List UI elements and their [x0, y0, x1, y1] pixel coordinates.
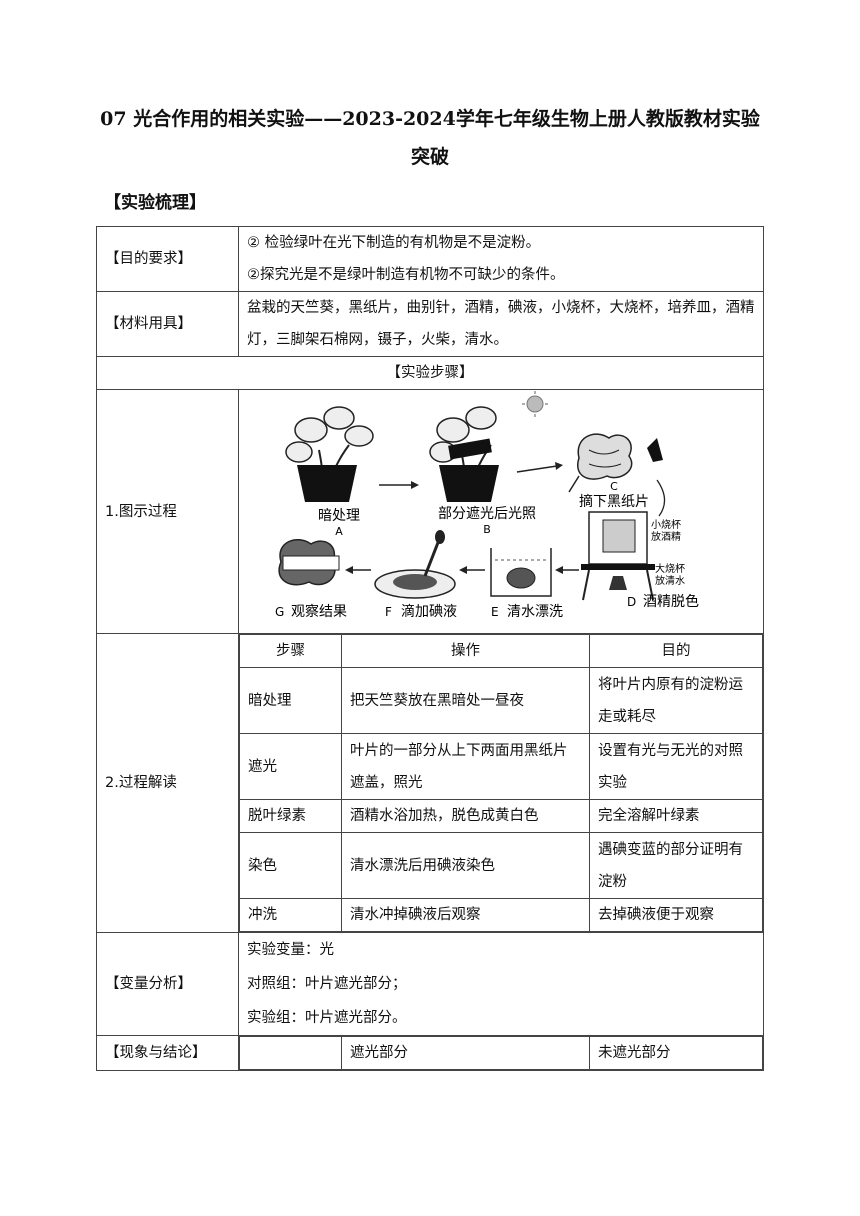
sun-icon [522, 391, 548, 417]
plant-a-illustration [285, 406, 374, 502]
op-cell: 酒精水浴加热，脱色成黄白色 [341, 799, 590, 833]
caption-b-letter: B [483, 523, 491, 536]
steps-heading-row: 【实验步骤】 [96, 356, 764, 390]
caption-a: 暗处理 [318, 508, 360, 524]
process-row-dark: 暗处理 把天竺葵放在黑暗处一昼夜 将叶片内原有的淀粉运走或耗尽 [239, 667, 763, 734]
process-table: 步骤 操作 目的 暗处理 把天竺葵放在黑暗处一昼夜 将叶片内原有的淀粉运走或耗尽… [239, 634, 763, 932]
purpose-cell: 去掉碘液便于观察 [589, 898, 763, 932]
step-cell: 冲洗 [239, 898, 342, 932]
caption-f: 滴加碘液 [401, 603, 457, 620]
variable-line: 对照组：叶片遮光部分； [247, 976, 407, 992]
diagram-cell: 暗处理 A [238, 389, 764, 634]
conclusion-label: 【现象与结论】 [96, 1035, 239, 1071]
conclusion-cell: 遮光部分 未遮光部分 [238, 1035, 764, 1071]
process-row-decolor: 脱叶绿素 酒精水浴加热，脱色成黄白色 完全溶解叶绿素 [239, 799, 763, 833]
purpose-cell: 遇碘变蓝的部分证明有淀粉 [589, 832, 763, 899]
variables-label: 【变量分析】 [96, 932, 239, 1036]
purpose-content: ② 检验绿叶在光下制造的有机物是不是淀粉。 ②探究光是不是绿叶制造有机物不可缺少… [238, 226, 764, 292]
step-cell: 暗处理 [239, 667, 342, 734]
experiment-diagram: 暗处理 A [275, 391, 699, 620]
section-heading: 【实验梳理】 [104, 193, 206, 213]
rinse-beaker-illustration [490, 548, 552, 597]
process-row-stain: 染色 清水漂洗后用碘液染色 遇碘变蓝的部分证明有淀粉 [239, 832, 763, 899]
result-leaf-illustration [278, 539, 340, 586]
big-beaker-label-1: 大烧杯 [655, 562, 685, 575]
variables-row: 【变量分析】 实验变量：光 对照组：叶片遮光部分； 实验组：叶片遮光部分。 [96, 932, 764, 1036]
materials-content: 盆栽的天竺葵，黑纸片，曲别针，酒精，碘液，小烧杯，大烧杯，培养皿，酒精灯，三脚架… [238, 291, 764, 357]
experiment-table: 【目的要求】 ② 检验绿叶在光下制造的有机物是不是淀粉。 ②探究光是不是绿叶制造… [96, 226, 764, 1071]
purpose-cell: 将叶片内原有的淀粉运走或耗尽 [589, 667, 763, 734]
caption-c: 摘下黑纸片 [579, 493, 649, 510]
leaf-c-illustration [568, 433, 663, 493]
step-cell: 染色 [239, 832, 342, 899]
iodine-dish-illustration [374, 530, 456, 599]
variable-line: 实验变量：光 [247, 942, 334, 958]
caption-g-letter: G [275, 605, 284, 619]
step-cell: 脱叶绿素 [239, 799, 342, 833]
diagram-row: 1.图示过程 暗处理 A [96, 389, 764, 634]
big-beaker-label-2: 放清水 [655, 574, 685, 587]
caption-b: 部分遮光后光照 [438, 506, 536, 522]
header-step: 步骤 [239, 634, 342, 668]
process-row: 2.过程解读 步骤 操作 目的 暗处理 把天竺葵放在黑暗处一昼夜 将叶片内原有的… [96, 633, 764, 933]
op-cell: 清水冲掉碘液后观察 [341, 898, 590, 932]
caption-e-letter: E [491, 605, 499, 619]
process-cell: 步骤 操作 目的 暗处理 把天竺葵放在黑暗处一昼夜 将叶片内原有的淀粉运走或耗尽… [238, 633, 764, 933]
op-cell: 清水漂洗后用碘液染色 [341, 832, 590, 899]
conclusion-table: 遮光部分 未遮光部分 [239, 1036, 763, 1070]
diagram-label: 1.图示过程 [96, 389, 239, 634]
small-beaker-label-1: 小烧杯 [651, 518, 681, 531]
op-cell: 叶片的一部分从上下两面用黑纸片遮盖，照光 [341, 733, 590, 800]
purpose-row: 【目的要求】 ② 检验绿叶在光下制造的有机物是不是淀粉。 ②探究光是不是绿叶制造… [96, 226, 764, 292]
page-title: 07 光合作用的相关实验——2023-2024学年七年级生物上册人教版教材实验突… [100, 108, 760, 168]
purpose-cell: 设置有光与无光的对照实验 [589, 733, 763, 800]
process-label: 2.过程解读 [96, 633, 239, 933]
process-row-shade: 遮光 叶片的一部分从上下两面用黑纸片遮盖，照光 设置有光与无光的对照实验 [239, 733, 763, 800]
conclusion-col-unshaded: 未遮光部分 [589, 1036, 763, 1070]
steps-heading: 【实验步骤】 [96, 356, 764, 390]
op-cell: 把天竺葵放在黑暗处一昼夜 [341, 667, 590, 734]
caption-a-letter: A [335, 525, 343, 538]
purpose-cell: 完全溶解叶绿素 [589, 799, 763, 833]
materials-label: 【材料用具】 [96, 291, 239, 357]
header-purpose: 目的 [589, 634, 763, 668]
caption-g: 观察结果 [291, 603, 347, 620]
conclusion-blank [239, 1036, 342, 1070]
small-beaker-label-2: 放酒精 [651, 530, 681, 543]
purpose-label: 【目的要求】 [96, 226, 239, 292]
caption-d: 酒精脱色 [643, 593, 699, 610]
conclusion-col-shaded: 遮光部分 [341, 1036, 590, 1070]
caption-c-letter: C [610, 480, 618, 493]
process-header-row: 步骤 操作 目的 [239, 634, 763, 668]
conclusion-row: 【现象与结论】 遮光部分 未遮光部分 [96, 1035, 764, 1071]
water-bath-illustration [581, 511, 655, 601]
purpose-line: ②探究光是不是绿叶制造有机物不可缺少的条件。 [247, 267, 565, 283]
caption-f-letter: F [385, 605, 392, 619]
step-cell: 遮光 [239, 733, 342, 800]
header-op: 操作 [341, 634, 590, 668]
caption-d-letter: D [627, 595, 636, 609]
purpose-line: ② 检验绿叶在光下制造的有机物是不是淀粉。 [247, 235, 541, 251]
plant-b-illustration [429, 406, 499, 502]
variables-content: 实验变量：光 对照组：叶片遮光部分； 实验组：叶片遮光部分。 [238, 932, 764, 1036]
materials-row: 【材料用具】 盆栽的天竺葵，黑纸片，曲别针，酒精，碘液，小烧杯，大烧杯，培养皿，… [96, 291, 764, 357]
variable-line: 实验组：叶片遮光部分。 [247, 1010, 407, 1026]
process-row-rinse: 冲洗 清水冲掉碘液后观察 去掉碘液便于观察 [239, 898, 763, 932]
caption-e: 清水漂洗 [507, 604, 563, 620]
